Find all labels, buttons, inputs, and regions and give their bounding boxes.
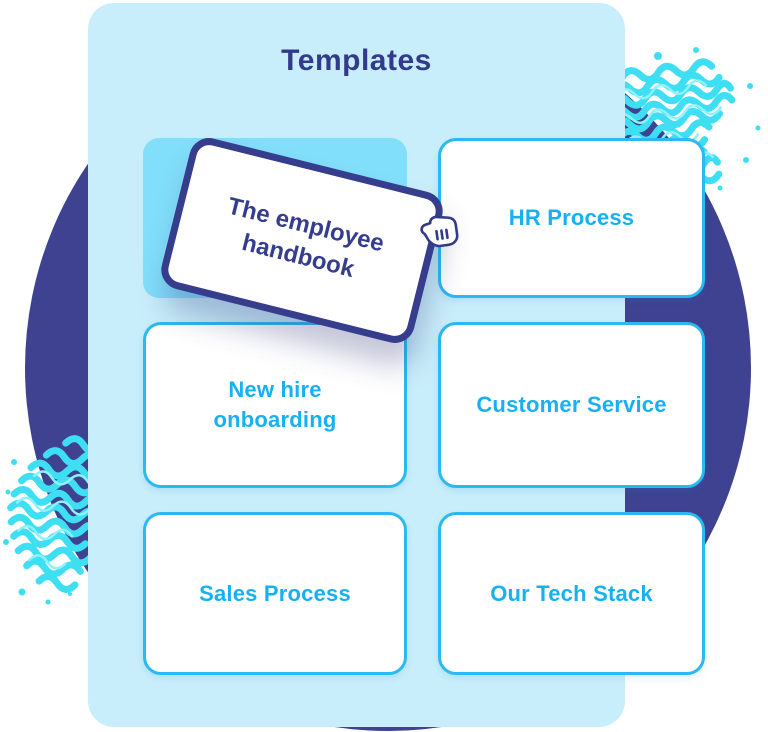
- card-label: HR Process: [508, 205, 635, 231]
- grab-hand-cursor-icon: [420, 215, 459, 248]
- card-label: Our Tech Stack: [490, 580, 653, 606]
- template-card-sales-process[interactable]: Sales Process: [143, 512, 407, 675]
- card-label: Sales Process: [199, 580, 351, 606]
- template-card-new-hire-onboarding[interactable]: New hire onboarding: [143, 322, 407, 488]
- dragged-card-label: The employee handbook: [224, 192, 387, 283]
- template-card-our-tech-stack[interactable]: Our Tech Stack: [438, 512, 705, 675]
- template-card-customer-service[interactable]: Customer Service: [438, 322, 705, 488]
- card-label: New hire onboarding: [213, 377, 337, 432]
- page-title: Templates: [281, 44, 432, 77]
- template-card-hr-process[interactable]: HR Process: [438, 138, 705, 298]
- card-label: Customer Service: [476, 392, 667, 418]
